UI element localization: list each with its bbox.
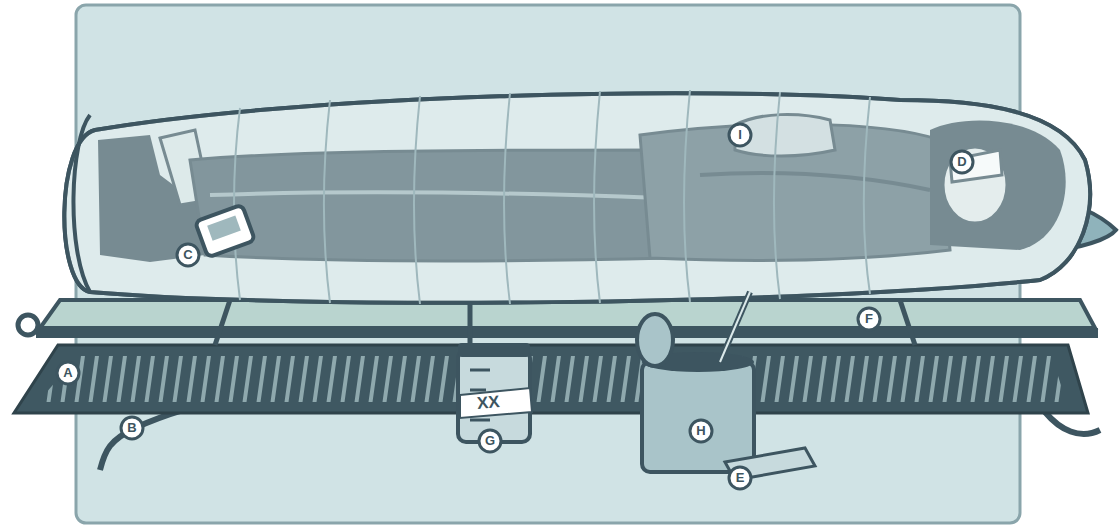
callout-circle: D [949,149,975,175]
callout-letter: B [119,415,145,441]
jar-tape [460,388,532,418]
callout-circle: I [727,122,753,148]
callout-letter: G [477,428,503,454]
callout-letter: H [688,418,714,444]
cot-mat [40,300,1095,328]
callout-circle: H [688,418,714,444]
callout-circle: A [55,360,81,386]
can-lid [637,314,673,366]
jar-marking: XX [476,392,500,414]
grate-slots [38,356,1066,402]
cable [1045,412,1100,434]
callout-letter: C [175,242,201,268]
heater-device [195,205,255,258]
callout-letter: A [55,360,81,386]
callout-letter: F [856,306,882,332]
callout-circle: G [477,428,503,454]
callout-letter: E [727,465,753,491]
callout-letter: D [949,149,975,175]
callout-circle: F [856,306,882,332]
callout-circle: B [119,415,145,441]
straw [720,292,750,362]
callout-circle: C [175,242,201,268]
callout-circle: E [727,465,753,491]
cot-frame [36,328,1098,338]
sleeping-bag [64,93,1090,303]
floor-grate [14,345,1088,413]
callout-letter: I [727,122,753,148]
can [642,362,754,472]
